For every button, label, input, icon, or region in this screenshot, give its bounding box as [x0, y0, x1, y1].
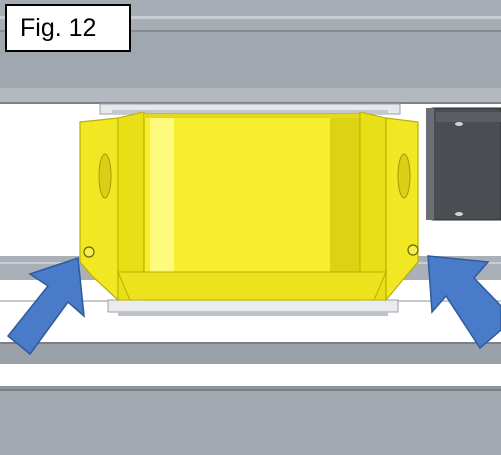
right-callout-arrow: [427, 255, 501, 350]
right-fastener: [407, 244, 419, 256]
mounting-bracket-bottom: [107, 299, 399, 316]
yellow-housing: [79, 111, 419, 302]
figure-label: Fig. 12: [5, 4, 131, 52]
left-callout-arrow: [6, 256, 85, 356]
mounting-bracket-top: [99, 103, 401, 115]
motor-block: [426, 107, 501, 221]
left-fastener: [83, 246, 95, 258]
